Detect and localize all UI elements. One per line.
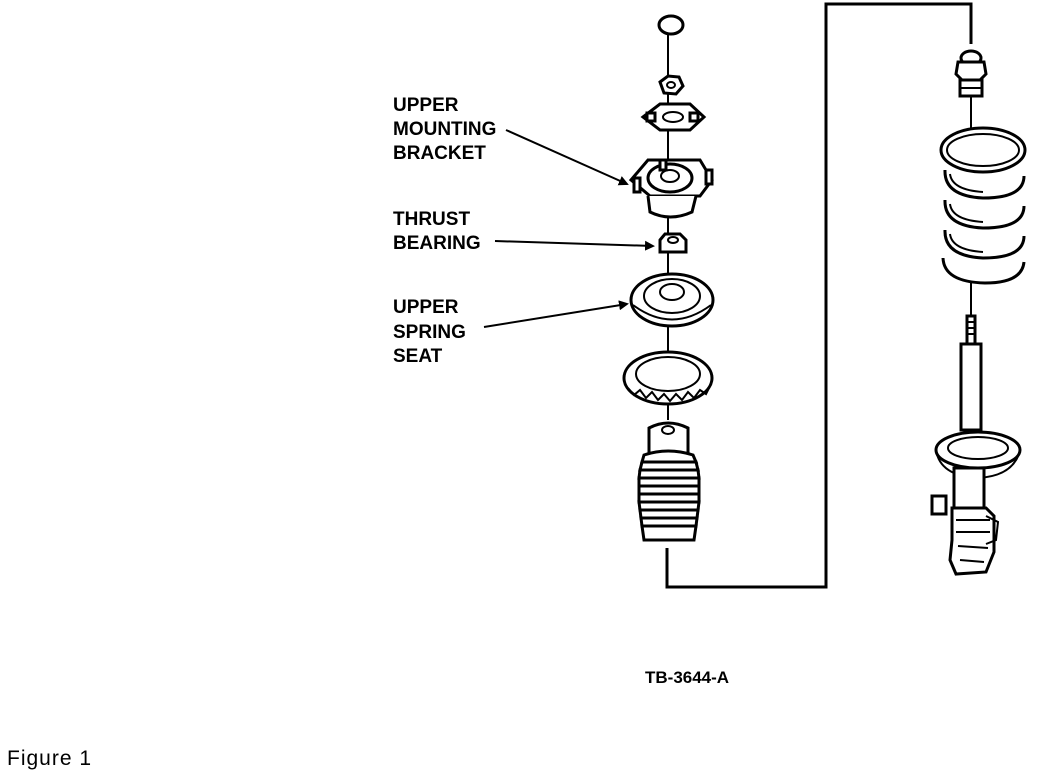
- label-line: SPRING: [393, 322, 466, 343]
- label-line: UPPER: [393, 297, 459, 318]
- jounce-bumper-boot-icon: [637, 421, 701, 542]
- label-line: SEAT: [393, 346, 443, 367]
- cap-icon: [657, 14, 685, 36]
- label-upper-spring-seat: UPPER SPRING SEAT: [393, 297, 466, 367]
- thrust-bearing-icon: [658, 232, 688, 254]
- leader-arrow-bearing: [494, 240, 655, 251]
- label-line: BEARING: [393, 233, 481, 254]
- upper-mounting-bracket-icon: [628, 158, 714, 219]
- label-thrust-bearing: THRUST BEARING: [393, 209, 481, 254]
- label-upper-mounting-bracket: UPPER MOUNTING BRACKET: [393, 95, 496, 164]
- nut-icon: [658, 74, 685, 96]
- leader-arrow-seat: [483, 300, 629, 328]
- upper-spring-seat-icon: [629, 272, 715, 328]
- strut-icon: [930, 314, 1022, 576]
- drawing-code: TB-3644-A: [645, 668, 729, 687]
- figure-caption: Figure 1: [7, 747, 92, 770]
- washer-icon: [640, 102, 707, 132]
- spring-icon: [939, 126, 1027, 285]
- top-bumper-icon: [954, 49, 988, 98]
- label-line: THRUST: [393, 209, 470, 230]
- leader-arrow-bracket: [505, 129, 629, 186]
- label-line: MOUNTING: [393, 119, 496, 140]
- spring-insulator-icon: [622, 350, 714, 406]
- label-line: UPPER: [393, 95, 459, 116]
- assembly-bracket-line: [665, 2, 973, 589]
- label-line: BRACKET: [393, 143, 486, 164]
